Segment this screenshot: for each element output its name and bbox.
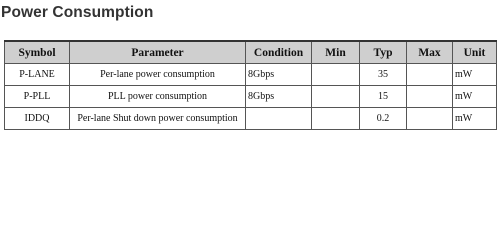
cell-condition: 8Gbps bbox=[245, 63, 312, 86]
cell-max bbox=[406, 85, 453, 108]
header-condition: Condition bbox=[245, 40, 312, 64]
cell-min bbox=[311, 85, 360, 108]
cell-parameter: Per-lane power consumption bbox=[69, 63, 246, 86]
cell-unit: mW bbox=[452, 63, 497, 86]
cell-min bbox=[311, 63, 360, 86]
header-parameter: Parameter bbox=[69, 40, 246, 64]
power-consumption-table: Symbol Parameter Condition Min Typ Max U… bbox=[4, 40, 497, 130]
header-unit: Unit bbox=[452, 40, 497, 64]
cell-symbol: P-PLL bbox=[4, 85, 70, 108]
table-row: P-LANE Per-lane power consumption 8Gbps … bbox=[4, 63, 497, 86]
header-min: Min bbox=[311, 40, 360, 64]
section-title: Power Consumption bbox=[1, 4, 154, 21]
cell-unit: mW bbox=[452, 85, 497, 108]
header-typ: Typ bbox=[359, 40, 407, 64]
cell-min bbox=[311, 107, 360, 130]
cell-condition: 8Gbps bbox=[245, 85, 312, 108]
cell-typ: 0.2 bbox=[359, 107, 407, 130]
header-symbol: Symbol bbox=[4, 40, 70, 64]
table-row: P-PLL PLL power consumption 8Gbps 15 mW bbox=[4, 85, 497, 108]
cell-symbol: P-LANE bbox=[4, 63, 70, 86]
cell-typ: 35 bbox=[359, 63, 407, 86]
table-row: IDDQ Per-lane Shut down power consumptio… bbox=[4, 107, 497, 130]
cell-unit: mW bbox=[452, 107, 497, 130]
cell-parameter: PLL power consumption bbox=[69, 85, 246, 108]
cell-typ: 15 bbox=[359, 85, 407, 108]
cell-parameter: Per-lane Shut down power consumption bbox=[69, 107, 246, 130]
cell-max bbox=[406, 63, 453, 86]
cell-max bbox=[406, 107, 453, 130]
header-max: Max bbox=[406, 40, 453, 64]
cell-symbol: IDDQ bbox=[4, 107, 70, 130]
table-header-row: Symbol Parameter Condition Min Typ Max U… bbox=[4, 40, 497, 64]
cell-condition bbox=[245, 107, 312, 130]
